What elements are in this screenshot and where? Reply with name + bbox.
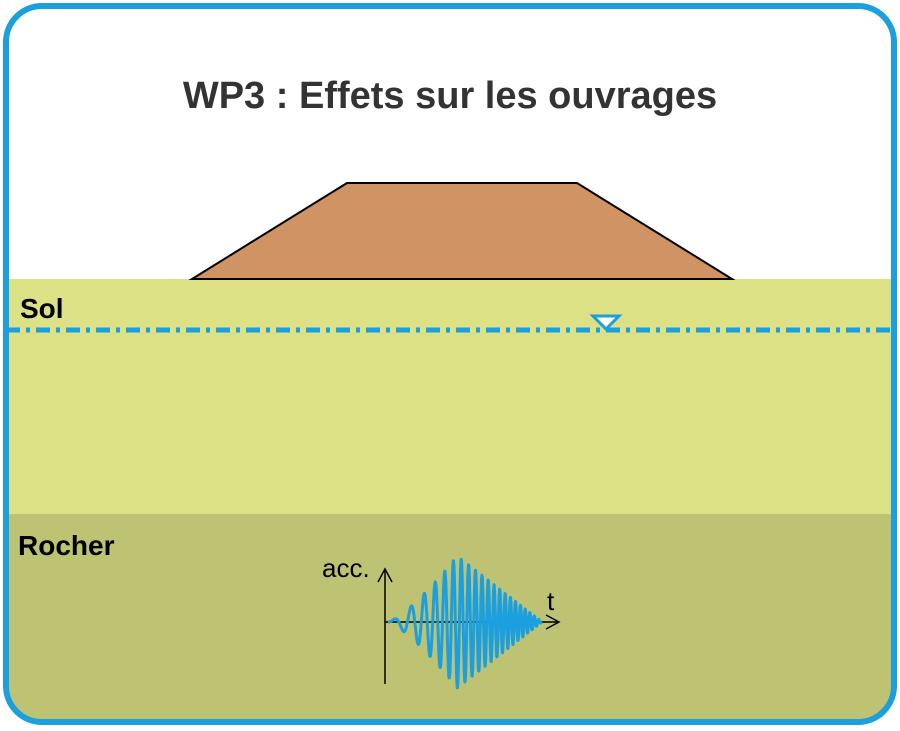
frame-border xyxy=(3,3,897,725)
accelerogram-signal xyxy=(386,557,544,690)
rock-label: Rocher xyxy=(18,530,115,561)
soil-label: Sol xyxy=(20,293,64,324)
accelerogram-x-label: t xyxy=(547,586,555,616)
page-title: WP3 : Effets sur les ouvrages xyxy=(183,75,717,117)
water-table-marker-icon xyxy=(589,314,623,332)
accelerogram-x-arrow-icon xyxy=(545,614,561,630)
accelerogram: acc. t xyxy=(322,553,561,690)
embankment xyxy=(188,182,736,280)
accelerogram-y-arrow-icon xyxy=(377,567,393,583)
soil-layer xyxy=(6,279,894,514)
accelerogram-y-label: acc. xyxy=(322,553,370,583)
